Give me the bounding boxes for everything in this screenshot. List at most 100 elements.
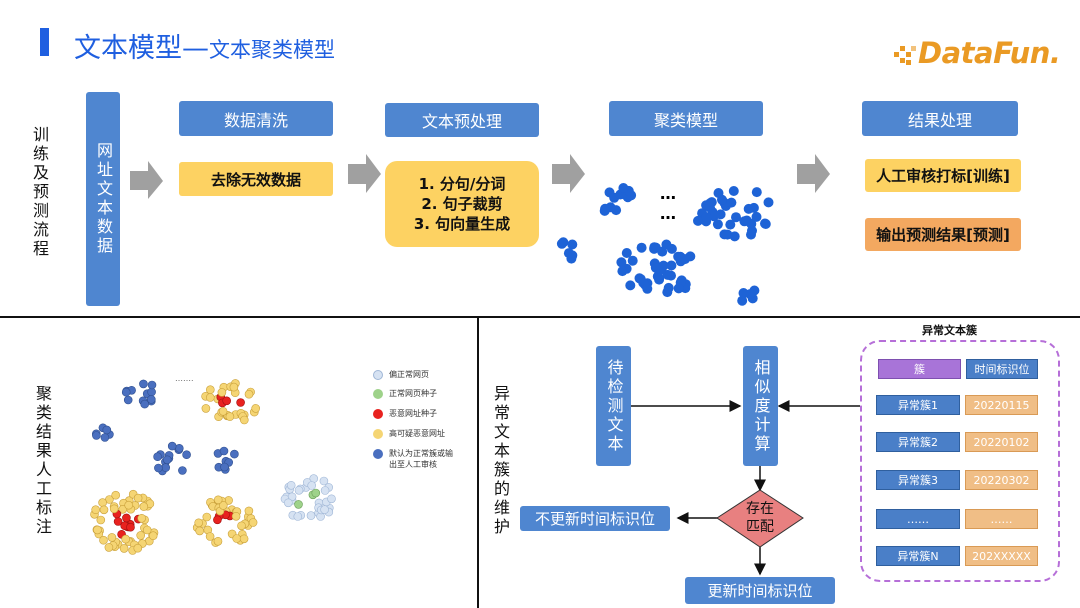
annot-dot: [218, 406, 228, 416]
annot-dot: [104, 543, 114, 552]
cluster-dot: [693, 215, 703, 226]
annot-dot: [121, 534, 131, 544]
cluster-dot: [713, 188, 724, 198]
step-header-cleaning: 数据清洗: [179, 101, 333, 136]
annot-dot: [248, 518, 258, 527]
annot-dot: [206, 393, 215, 402]
cluster-dot: [616, 257, 627, 268]
annot-dot: [220, 462, 229, 472]
annot-dot: [136, 531, 146, 540]
annot-dot: [123, 395, 133, 405]
preprocess-item-1: 1. 分句/分词: [418, 175, 506, 193]
annot-dot: [294, 486, 304, 495]
cluster-legend: 偏正常网页 正常网页种子 恶意网址种子 高可疑恶意网址 默认为正常簇或输出至人工…: [373, 369, 473, 470]
annot-dot: [93, 525, 102, 535]
annot-dot: [122, 513, 131, 523]
legend-default-normal: 默认为正常簇或输出至人工审核: [373, 448, 473, 470]
annot-dot: [206, 385, 215, 395]
annot-dot: [217, 388, 227, 397]
annot-dot: [201, 404, 211, 413]
annot-dot: [133, 493, 143, 503]
annot-dot: [244, 506, 254, 516]
vertical-divider: [477, 318, 479, 608]
cluster-dot: [567, 239, 578, 250]
annot-dot: [286, 481, 296, 490]
pending-text-box: 待检测文本: [596, 346, 631, 466]
cluster-row-time: 202XXXXX: [965, 546, 1038, 566]
maintenance-side-label: 异常文本簇的维护: [491, 385, 510, 537]
annot-dot: [161, 463, 170, 472]
annot-dot: [99, 535, 108, 545]
arrow-1: [130, 161, 163, 199]
cluster-row-time: ……: [965, 509, 1038, 529]
annot-dot: [229, 382, 239, 392]
annot-dot: [213, 495, 223, 505]
annot-dot: [178, 466, 187, 475]
annot-dot: [92, 431, 101, 440]
cluster-dot: [673, 251, 684, 262]
cluster-dot: [712, 219, 723, 230]
update-box: 更新时间标识位: [685, 577, 835, 604]
cluster-dot: [726, 197, 737, 208]
legend-normal-seed: 正常网页种子: [373, 388, 473, 399]
panel-header-cluster: 簇: [878, 359, 961, 379]
annot-dot: [251, 404, 260, 413]
cluster-dot: [763, 197, 774, 208]
annot-dot: [195, 526, 204, 536]
annot-dot: [294, 500, 303, 509]
cluster-dot: [737, 295, 748, 306]
annot-dot: [213, 515, 222, 525]
horizontal-divider: [0, 316, 1080, 318]
cluster-dot: [666, 260, 677, 271]
cluster-row-time: 20220302: [965, 470, 1038, 490]
annot-dot: [140, 399, 150, 409]
datafun-logo: DataFun.: [894, 36, 1061, 70]
title-dash: —: [182, 33, 209, 64]
cluster-dot: [748, 202, 759, 213]
cluster-dot: [739, 216, 750, 227]
annot-dot: [230, 449, 239, 459]
annot-dot: [153, 452, 162, 461]
arrow-4: [797, 154, 830, 193]
annot-dot: [236, 398, 245, 407]
annot-dot: [126, 522, 135, 532]
annot-dot: [306, 511, 316, 520]
annot-dot: [202, 512, 212, 522]
annot-dot: [319, 476, 329, 486]
annot-dot: [320, 505, 329, 514]
tiny-dots-label: …….: [175, 374, 194, 383]
cluster-dot: [747, 225, 757, 236]
annot-dot: [91, 505, 100, 514]
annot-dot: [121, 387, 131, 397]
cluster-row-time: 20220102: [965, 432, 1038, 452]
cluster-dot: [722, 229, 733, 240]
annot-dot: [162, 455, 172, 465]
annot-dot: [111, 490, 121, 500]
annot-dot: [99, 505, 109, 515]
cluster-dot: [642, 283, 653, 294]
logo-dots-icon: [894, 44, 916, 66]
cluster-dot: [701, 212, 712, 223]
legend-normal-page: 偏正常网页: [373, 369, 473, 380]
cluster-dot: [618, 183, 629, 193]
cluster-dot: [657, 246, 668, 257]
cluster-dot: [666, 243, 677, 254]
annot-dot: [102, 425, 112, 435]
annotated-clusters-graphic: [90, 379, 336, 555]
annot-dot: [225, 412, 235, 421]
cluster-dot: [649, 242, 660, 253]
result-item-output-predict: 输出预测结果[预测]: [865, 218, 1021, 251]
page-title: 文本模型—文本聚类模型: [74, 26, 335, 65]
annot-dot: [240, 415, 249, 425]
cluster-dot: [625, 280, 636, 291]
annot-dot: [147, 380, 157, 390]
annot-dot: [205, 532, 215, 541]
cluster-row-name: 异常簇1: [876, 395, 960, 415]
cluster-ellipsis-top: …: [660, 184, 676, 203]
cluster-row-name: 异常簇2: [876, 432, 960, 452]
cluster-dot: [760, 219, 771, 229]
step-header-result: 结果处理: [862, 101, 1018, 136]
decision-label: 存在匹配: [746, 501, 774, 535]
cluster-dots-graphic: [556, 183, 774, 306]
cluster-dot: [663, 282, 674, 293]
